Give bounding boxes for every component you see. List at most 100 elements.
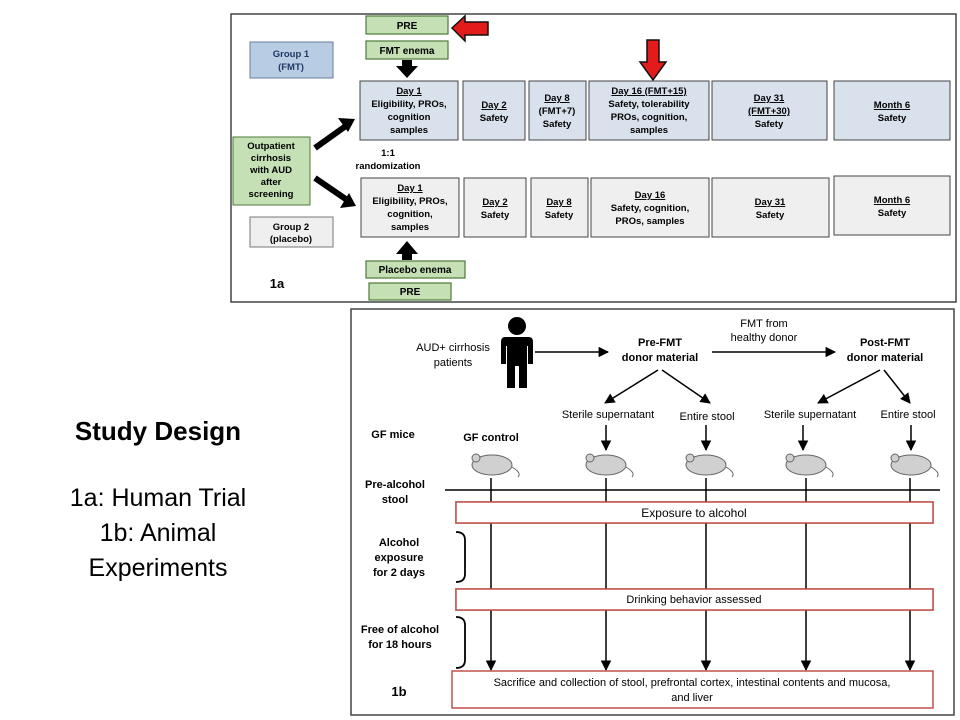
placebo-day16-body-2: PROs, samples xyxy=(615,216,684,227)
person-icon xyxy=(501,317,533,388)
legend-line-3: Experiments xyxy=(89,554,228,582)
pre-top-label: PRE xyxy=(397,21,418,32)
down-arrow-fmt-icon xyxy=(396,60,418,78)
placebo-day8-head: Day 8 xyxy=(546,197,571,208)
placebo-timeline-row: Day 1 Eligibility, PROs, cognition, samp… xyxy=(360,175,951,238)
fmt-day16-body-2: PROs, cognition, xyxy=(611,112,688,123)
fmt-month6-head: Month 6 xyxy=(874,100,910,111)
mouse-icon-4 xyxy=(785,453,834,478)
fmt-timeline-row: Day 1 Eligibility, PROs, cognition sampl… xyxy=(359,80,951,141)
placebo-enema-box xyxy=(365,260,466,279)
randomization-ratio: 1:1 xyxy=(381,148,395,159)
pre-fmt-line-2: donor material xyxy=(622,352,698,364)
free-alcohol-line-1: Free of alcohol xyxy=(361,624,439,636)
sacrifice-line-1: Sacrifice and collection of stool, prefr… xyxy=(494,677,891,689)
entire-stool-2: Entire stool xyxy=(880,409,935,421)
sterile-supernatant-2: Sterile supernatant xyxy=(764,409,856,421)
fmt-day16-body-1: Safety, tolerability xyxy=(608,99,690,110)
group-2-line-2: (placebo) xyxy=(270,234,312,245)
arrow-post-to-sterile xyxy=(817,369,881,404)
fmt-day1-body-3: samples xyxy=(390,125,428,136)
post-fmt-line-2: donor material xyxy=(847,352,923,364)
fmt-from-line-1: FMT from xyxy=(740,318,787,330)
patients-line-2: patients xyxy=(434,357,473,369)
gf-control-label: GF control xyxy=(463,432,519,444)
group-1-line-2: (FMT) xyxy=(278,62,304,73)
pre-alcohol-line-2: stool xyxy=(382,494,408,506)
red-arrow-down-icon xyxy=(638,39,668,82)
arrowhead-down-diag xyxy=(340,193,356,208)
placebo-day1-body-3: samples xyxy=(391,222,429,233)
entire-stool-1: Entire stool xyxy=(679,411,734,423)
arrow-pre-to-entire xyxy=(661,369,711,404)
alcohol-exposure-line-1: Alcohol xyxy=(379,537,419,549)
legend-line-2: 1b: Animal xyxy=(100,519,217,547)
study-design-title: Study Design xyxy=(75,416,241,446)
group-2-line-1: Group 2 xyxy=(273,222,309,233)
figure-1a-frame xyxy=(230,13,957,303)
outpatient-line-2: cirrhosis xyxy=(251,153,291,164)
pre-top-box xyxy=(365,15,449,35)
placebo-day1-body-1: Eligibility, PROs, xyxy=(372,196,447,207)
legend-line-1: 1a: Human Trial xyxy=(70,484,246,512)
placebo-month6-box xyxy=(833,175,951,236)
fmt-day16-head: Day 16 (FMT+15) xyxy=(611,86,686,97)
bracket-free-alcohol xyxy=(455,616,466,669)
up-arrow-placebo-icon xyxy=(396,241,418,260)
figure-1b-label: 1b xyxy=(391,684,406,699)
placebo-month6-head: Month 6 xyxy=(874,195,910,206)
pre-bottom-box xyxy=(368,282,452,301)
fmt-day31-head: Day 31 xyxy=(754,93,785,104)
alcohol-exposure-line-3: for 2 days xyxy=(373,567,425,579)
drinking-behavior-label-overlay: Drinking behavior assessed xyxy=(626,594,761,606)
fmt-day31-body-2: Safety xyxy=(755,119,784,130)
outpatient-line-5: screening xyxy=(249,189,294,200)
fmt-day16-box xyxy=(588,80,710,141)
exposure-to-alcohol-label-overlay: Exposure to alcohol xyxy=(641,506,746,520)
fmt-enema-label: FMT enema xyxy=(379,46,434,57)
placebo-day2-head: Day 2 xyxy=(482,197,507,208)
pre-bottom-label: PRE xyxy=(400,287,421,298)
arrow-pre-to-sterile xyxy=(604,369,659,404)
placebo-day1-head: Day 1 xyxy=(397,183,423,194)
sacrifice-box xyxy=(451,670,934,709)
fmt-day31-box xyxy=(711,80,828,141)
fmt-day2-head: Day 2 xyxy=(481,100,506,111)
fmt-day2-body-1: Safety xyxy=(480,113,509,124)
fmt-day31-body-1: (FMT+30) xyxy=(748,106,790,117)
fmt-day1-box xyxy=(359,80,459,141)
fmt-day16-body-3: samples xyxy=(630,125,668,136)
placebo-day2-body-1: Safety xyxy=(481,210,510,221)
outpatient-line-4: after xyxy=(261,177,282,188)
fmt-enema-box xyxy=(365,40,449,60)
mouse-icon-3 xyxy=(685,453,734,478)
placebo-day16-head: Day 16 xyxy=(635,190,666,201)
red-arrow-left-icon xyxy=(450,14,489,43)
figure-1b: AUD+ cirrhosis patients Pre-FMT donor ma… xyxy=(350,308,955,716)
arrow-post-to-entire xyxy=(883,369,911,404)
placebo-day31-body-1: Safety xyxy=(756,210,785,221)
placebo-day1-body-2: cognition, xyxy=(387,209,432,220)
figure-1a: PRE FMT enema Group 1 (FMT) Outpatient c… xyxy=(230,13,957,303)
fmt-day8-head: Day 8 xyxy=(544,93,569,104)
placebo-day1-box xyxy=(360,177,460,238)
placebo-day8-box xyxy=(530,177,589,238)
outpatient-box xyxy=(232,136,311,206)
outpatient-line-1: Outpatient xyxy=(247,141,295,152)
group-2-box xyxy=(249,216,334,248)
sacrifice-line-2: and liver xyxy=(671,692,713,704)
gf-mice-label: GF mice xyxy=(371,429,414,441)
fmt-day1-head: Day 1 xyxy=(396,86,422,97)
placebo-enema-label: Placebo enema xyxy=(379,265,452,276)
fmt-day8-body-1: (FMT+7) xyxy=(539,106,576,117)
group-1-line-1: Group 1 xyxy=(273,49,310,60)
exposure-to-alcohol-box-overlay xyxy=(455,501,934,524)
alcohol-exposure-line-2: exposure xyxy=(375,552,424,564)
drinking-behavior-box-overlay xyxy=(455,588,934,611)
mouse-icon-5 xyxy=(890,453,939,478)
randomization-label: randomization xyxy=(356,161,421,172)
fmt-month6-box xyxy=(833,80,951,141)
sterile-supernatant-1: Sterile supernatant xyxy=(562,409,654,421)
group-1-box xyxy=(249,41,334,79)
